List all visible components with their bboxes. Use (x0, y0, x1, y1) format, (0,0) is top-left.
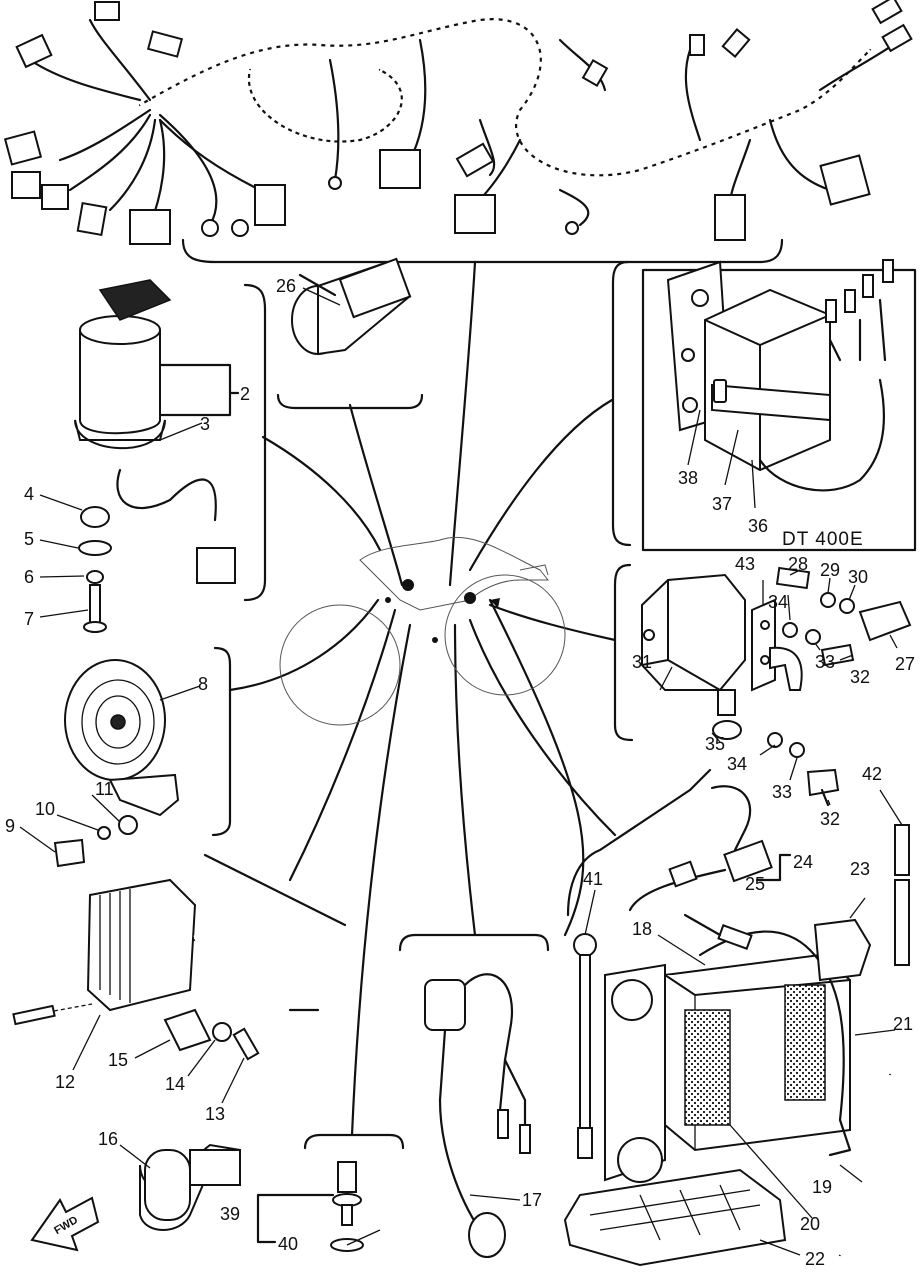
callout-25: 25 (745, 874, 765, 894)
dt400e-inset (611, 259, 917, 552)
regulator-group (613, 563, 912, 807)
callout-23: 23 (850, 859, 870, 879)
callout-15: 15 (108, 1050, 128, 1070)
plug-cap-16 (139, 1143, 241, 1231)
battery-group (563, 768, 910, 1267)
callout-29: 29 (820, 560, 840, 580)
cdi-group (12, 853, 347, 1159)
callout-14: 14 (165, 1074, 185, 1094)
callout-18: 18 (632, 919, 652, 939)
callout-38: 38 (678, 468, 698, 488)
callout-9: 9 (5, 816, 15, 836)
callout-36: 36 (748, 516, 768, 536)
callout-22: 22 (805, 1249, 825, 1269)
sensor-17-group (398, 933, 550, 1258)
horn-group (53, 646, 232, 868)
callout-41: 41 (583, 869, 603, 889)
callout-33a: 33 (815, 652, 835, 672)
callout-12: 12 (55, 1072, 75, 1092)
callout-28: 28 (788, 554, 808, 574)
callout-11: 11 (95, 779, 114, 799)
callout-21: 21 (893, 1014, 913, 1034)
callout-2: 2 (240, 384, 250, 404)
callout-40: 40 (278, 1234, 298, 1254)
callout-19: 19 (812, 1177, 832, 1197)
callout-42: 42 (862, 764, 882, 784)
callout-10: 10 (35, 799, 55, 819)
callout-32b: 32 (820, 809, 840, 829)
fwd-arrow: FWD (30, 1196, 100, 1252)
wire-harness (3, 0, 913, 264)
callout-39: 39 (220, 1204, 240, 1224)
callout-24: 24 (793, 852, 813, 872)
callout-31: 31 (632, 652, 652, 672)
callout-6: 6 (24, 567, 34, 587)
callout-37: 37 (712, 494, 732, 514)
callout-numbers: 26 2 3 4 5 6 7 8 11 10 9 12 15 14 13 16 … (5, 276, 915, 1269)
callout-4: 4 (24, 484, 34, 504)
callout-8: 8 (198, 674, 208, 694)
callout-5: 5 (24, 529, 34, 549)
callout-34b: 34 (727, 754, 747, 774)
leader-lines (228, 260, 617, 1137)
callout-30: 30 (848, 567, 868, 587)
strap-41 (573, 933, 597, 1159)
motorcycle-silhouette (279, 536, 566, 726)
callout-20: 20 (800, 1214, 820, 1234)
callout-43: 43 (735, 554, 755, 574)
callout-35: 35 (705, 734, 725, 754)
callout-26: 26 (276, 276, 296, 296)
model-caption: DT 400E (782, 529, 864, 550)
callout-3: 3 (200, 414, 210, 434)
callout-leaders (19, 287, 903, 1256)
callout-32a: 32 (850, 667, 870, 687)
callout-13: 13 (205, 1104, 225, 1124)
part-26-relay (276, 257, 424, 410)
callout-7: 7 (24, 609, 34, 629)
callout-16: 16 (98, 1129, 118, 1149)
main-switch-group (74, 279, 267, 633)
callout-17: 17 (522, 1190, 542, 1210)
callout-27: 27 (895, 654, 915, 674)
callout-33b: 33 (772, 782, 792, 802)
callout-34a: 34 (768, 592, 788, 612)
